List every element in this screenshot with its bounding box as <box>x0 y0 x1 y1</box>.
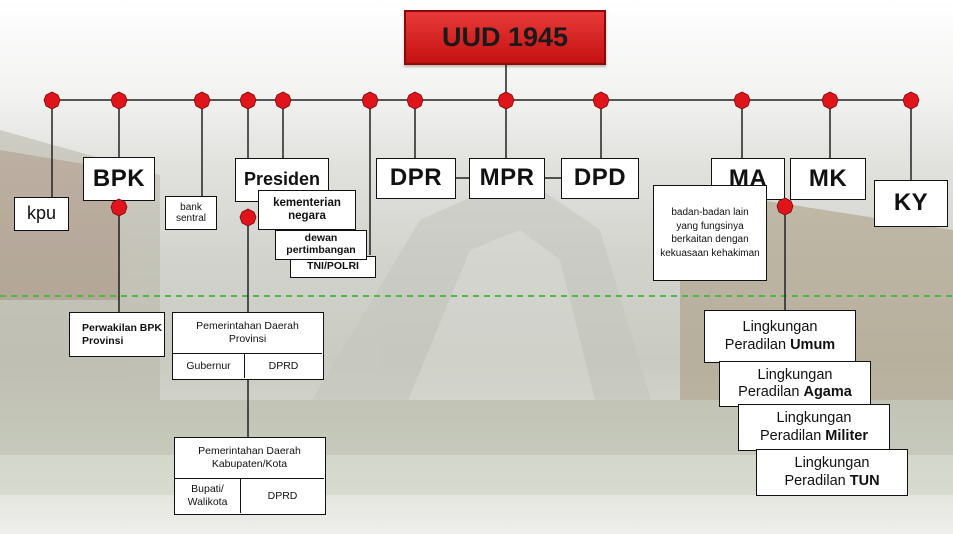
node-mk <box>821 91 839 110</box>
kpu-box: kpu <box>14 197 69 231</box>
node-dpd <box>592 91 610 110</box>
pemda-kabkota-box: Pemerintahan Daerah Kabupaten/Kota Bupat… <box>174 437 326 515</box>
badan-lain-box: badan-badan lain yang fungsinya berkaita… <box>653 185 767 281</box>
dpr-box: DPR <box>376 158 456 199</box>
node-ky <box>902 91 920 110</box>
peradilan-tun-line1: Lingkungan <box>794 455 870 472</box>
node-bpk <box>110 91 128 110</box>
pemda-provinsi-box: Pemerintahan Daerah Provinsi Gubernur DP… <box>172 312 324 380</box>
uud-1945-box: UUD 1945 <box>404 10 606 65</box>
node-bpk-sub <box>110 198 128 217</box>
dpd-box: DPD <box>561 158 639 199</box>
peradilan-agama-prefix: Peradilan <box>738 384 804 400</box>
gubernur-cell: Gubernur <box>173 353 245 378</box>
pemda-kabkota-title: Pemerintahan Daerah Kabupaten/Kota <box>198 445 301 470</box>
node-kpu <box>43 91 61 110</box>
peradilan-umum-type: Umum <box>790 336 836 353</box>
node-ma-sub <box>776 197 794 216</box>
bank-sentral-box: bank sentral <box>165 196 217 230</box>
peradilan-tun-prefix: Peradilan <box>784 472 850 489</box>
dprd-kabkota-cell: DPRD <box>241 478 324 513</box>
peradilan-militer-type: Militer <box>825 427 868 444</box>
bupati-walikota-cell: Bupati/ Walikota <box>175 478 241 513</box>
mk-box: MK <box>790 158 866 200</box>
node-ma <box>733 91 751 110</box>
kementerian-negara-box: kementerian negara <box>258 190 356 230</box>
node-presiden-b <box>274 91 292 110</box>
node-tni <box>361 91 379 110</box>
peradilan-militer-line1: Lingkungan <box>776 410 852 427</box>
ky-box: KY <box>874 180 948 227</box>
peradilan-umum-box: Lingkungan Peradilan Umum <box>704 310 856 363</box>
peradilan-umum-prefix: Peradilan <box>724 336 791 353</box>
peradilan-militer-prefix: Peradilan <box>760 427 826 444</box>
perwakilan-bpk-box: Perwakilan BPK Provinsi <box>69 312 165 357</box>
peradilan-umum-line1: Lingkungan <box>742 319 818 336</box>
peradilan-agama-line1: Lingkungan <box>757 366 833 383</box>
peradilan-militer-box: Lingkungan Peradilan Militer <box>738 404 890 451</box>
peradilan-agama-type: Agama <box>803 384 852 400</box>
node-bank <box>193 91 211 110</box>
dprd-provinsi-cell: DPRD <box>245 353 322 378</box>
node-presiden-a <box>239 91 257 110</box>
peradilan-tun-box: Lingkungan Peradilan TUN <box>756 449 908 496</box>
node-presiden-sub <box>239 208 257 227</box>
pemda-provinsi-title: Pemerintahan Daerah Provinsi <box>196 320 299 345</box>
peradilan-agama-box: Lingkungan Peradilan Agama <box>719 361 871 407</box>
node-mpr <box>497 91 515 110</box>
node-dpr <box>406 91 424 110</box>
dewan-pertimbangan-box: dewan pertimbangan <box>275 230 367 260</box>
mpr-box: MPR <box>469 158 545 199</box>
peradilan-tun-type: TUN <box>849 472 880 489</box>
